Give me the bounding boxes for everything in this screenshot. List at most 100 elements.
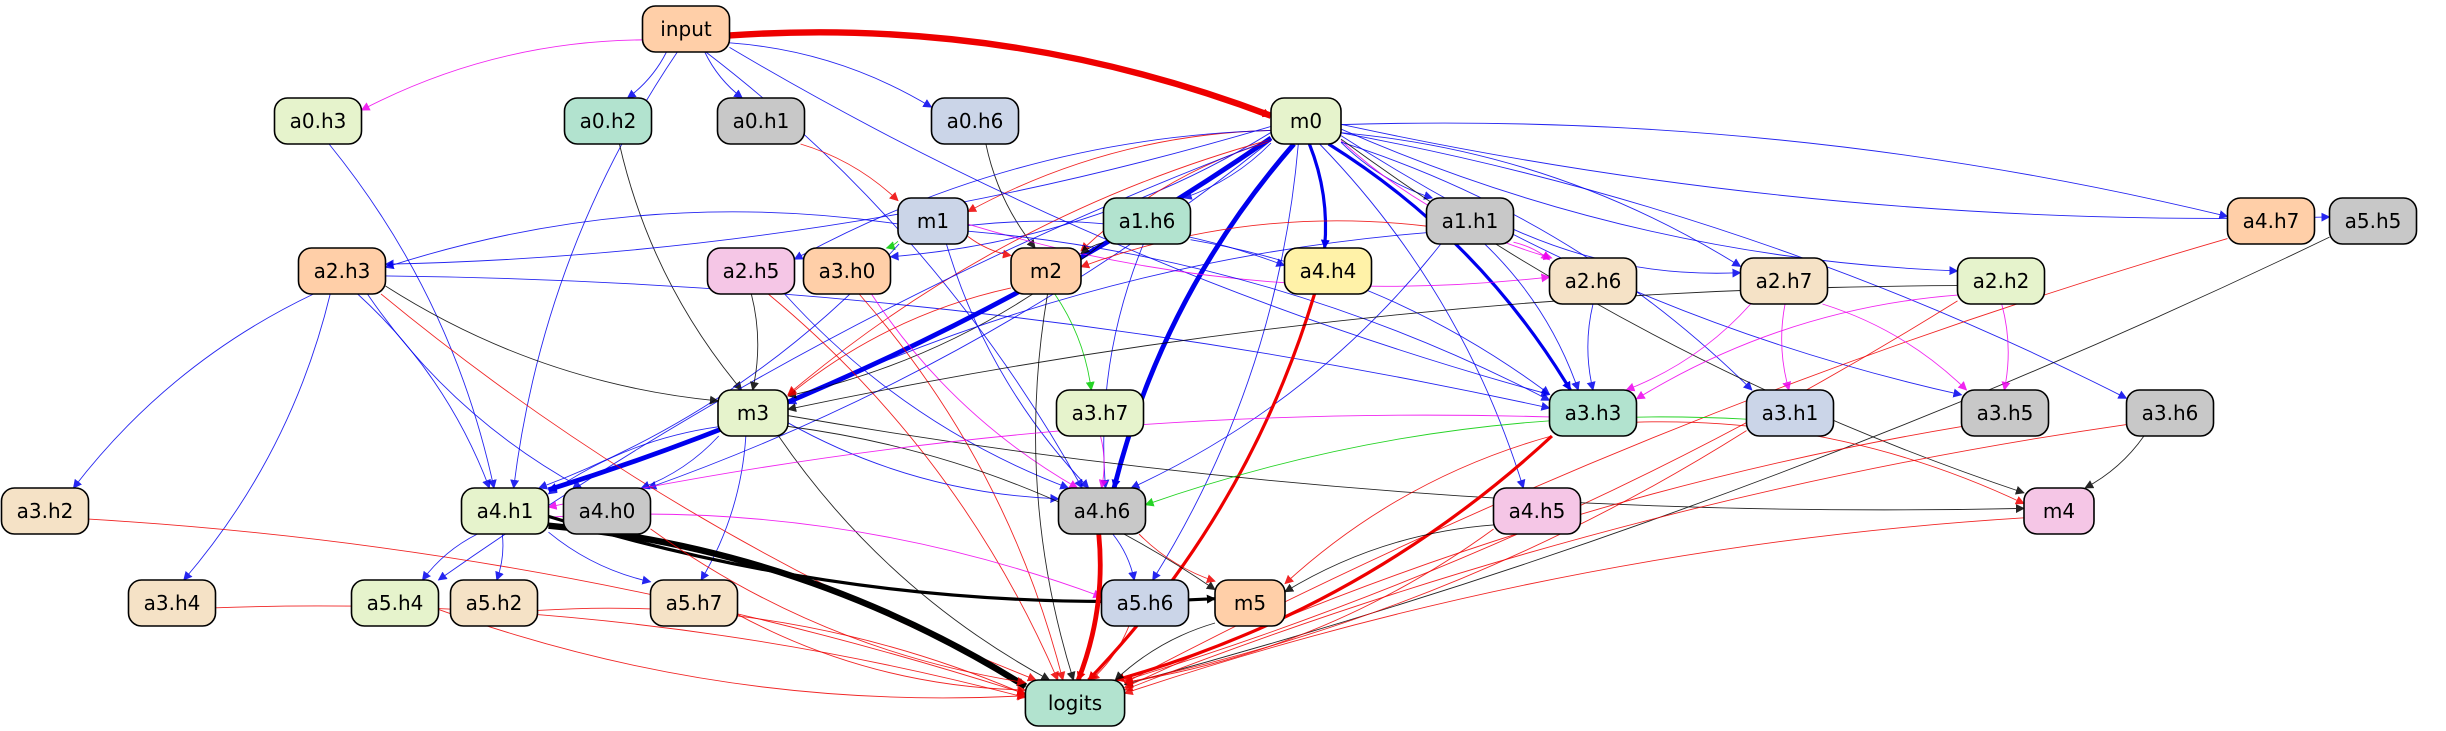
edge-a3.h6-to-logits [1123,424,2127,692]
edge-a4.h5-to-logits [1123,528,1494,686]
edge-a1.h6-to-m2 [1080,242,1104,255]
node-a0-h1: a0.h1 [716,97,806,145]
edge-m0-to-m4 [1340,138,2025,495]
node-a5-h6: a5.h6 [1100,579,1190,627]
edge-a3.h4-to-logits [215,605,1027,700]
edge-a2.h3-to-a4.h1 [357,293,491,489]
node-label: a2.h5 [723,259,780,283]
edge-a3.h0-to-a4.h6 [871,293,1079,489]
edge-m0-to-a2.h2 [1340,128,1959,276]
node-label: a1.h6 [1119,209,1176,233]
edge-a2.h6-to-a3.h3 [1586,303,1596,391]
node-label: a0.h3 [290,109,347,133]
edge-a0.h1-to-m1 [800,143,899,202]
edge-a4.h6-to-logits [1075,533,1103,681]
edge-m5-to-logits [1114,622,1216,681]
edges-layer [72,29,2331,701]
node-a5-h7: a5.h7 [649,579,739,627]
edge-m1-to-a3.h3 [967,230,1551,401]
node-m5: m5 [1214,579,1286,627]
node-m1: m1 [897,197,969,245]
node-a2-h6: a2.h6 [1548,257,1638,305]
node-label: m0 [1290,109,1322,133]
edge-a2.h7-to-a3.h1 [1781,303,1792,391]
node-a3-h6: a3.h6 [2125,389,2215,437]
edge-a2.h5-to-m3 [750,293,759,391]
edge-a2.h5-to-a4.h6 [784,293,1070,490]
node-label: m3 [737,401,769,425]
edge-m0-to-a3.h0 [889,132,1272,261]
edge-input-to-a0.h3 [360,39,643,111]
edge-a3.h0-to-logits [858,293,1066,681]
node-a0-h6: a0.h6 [930,97,1020,145]
edge-m2-to-a3.h7 [1054,293,1095,391]
edge-input-to-a0.h6 [729,42,933,108]
node-label: a4.h6 [1074,499,1131,523]
edge-a2.h3-to-a3.h2 [72,293,314,489]
node-a1-h1: a1.h1 [1425,197,1515,245]
edge-a4.h6-to-m5 [1138,533,1216,583]
edge-m1-to-a4.h6 [945,243,1090,489]
node-label: a1.h1 [1442,209,1499,233]
edge-a3.h5-to-logits [1123,426,1962,689]
edge-m0-to-a3.h3 [1327,142,1572,391]
node-label: a0.h2 [580,109,637,133]
edge-a4.h1-to-a5.h7 [548,531,652,585]
node-label: a4.h5 [1509,499,1566,523]
node-a2-h2: a2.h2 [1956,257,2046,305]
edge-a4.h1-to-a5.h4 [421,533,478,581]
edge-a2.h2-to-a3.h5 [2001,303,2011,391]
edge-m0-to-a3.h5 [1340,135,1963,398]
edge-m0-to-a1.h6 [1182,142,1272,200]
node-a3-h0: a3.h0 [802,247,892,295]
node-a3-h2: a3.h2 [0,487,90,535]
node-label: a3.h0 [819,259,876,283]
edge-a2.h5-to-logits [767,293,1059,681]
node-m2: m2 [1010,247,1082,295]
node-a2-h7: a2.h7 [1739,257,1829,305]
node-label: m2 [1030,259,1062,283]
edge-m1-to-m2 [967,236,1012,259]
edge-a3.h7-to-a4.h6 [1098,435,1108,489]
node-label: input [660,17,712,41]
edge-a1.h1-to-a3.h3 [1484,243,1580,391]
edge-a4.h4-to-logits [1087,293,1317,682]
edge-m0-to-m3 [787,139,1272,396]
edge-a5.h7-to-logits [737,614,1027,695]
edge-a3.h6-to-m4 [2084,435,2145,489]
edge-a2.h7-to-a3.h3 [1625,303,1752,392]
edge-a5.h6-to-logits [1090,625,1130,681]
edge-m3-to-a4.h1 [547,426,719,495]
edge-m3-to-a4.h6 [787,422,1060,503]
node-a3-h5: a3.h5 [1960,389,2050,437]
edge-m3-to-m5 [787,425,1216,591]
edge-input-to-m0 [729,29,1273,119]
edge-m0-to-a4.h5 [1319,143,1526,489]
edge-a2.h3-to-a3.h3 [385,275,1551,411]
node-a2-h3: a2.h3 [297,247,387,295]
node-a4-h0: a4.h0 [562,487,652,535]
edge-a3.h2-to-logits [88,518,1027,696]
edge-m3-to-a5.h7 [700,435,747,581]
edge-m0-to-a2.h3 [384,126,1272,269]
edge-a1.h1-to-m2 [1080,220,1427,269]
node-label: a2.h7 [1756,269,1813,293]
edge-a0.h6-to-m2 [985,143,1036,249]
edge-a3.h3-to-m4 [1636,421,2025,505]
node-a3-h4: a3.h4 [127,579,217,627]
edge-m0-to-a2.h7 [1340,132,1742,267]
node-a5-h2: a5.h2 [449,579,539,627]
node-label: a5.h5 [2345,209,2402,233]
node-a4-h7: a4.h7 [2226,197,2316,245]
node-label: a5.h4 [367,591,424,615]
node-label: a3.h1 [1762,401,1819,425]
node-label: a3.h5 [1977,401,2034,425]
node-label: a4.h4 [1300,259,1357,283]
edge-m0-to-a4.h0 [647,140,1272,490]
node-input: input [641,5,731,53]
node-a4-h5: a4.h5 [1492,487,1582,535]
node-label: a0.h1 [733,109,790,133]
edge-a3.h3-to-logits [1115,434,1554,683]
node-a0-h3: a0.h3 [273,97,363,145]
edge-m1-to-a2.h3 [384,211,899,270]
